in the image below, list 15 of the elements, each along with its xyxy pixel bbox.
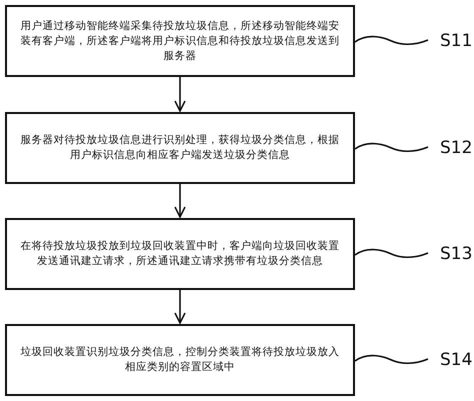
step-label: S11	[440, 31, 472, 51]
leader-line	[354, 36, 428, 46]
process-box: 服务器对待投放垃圾信息进行识别处理，获得垃圾分类信息，根据用户标识信息向相应客户端发送垃圾分类信息	[5, 112, 355, 184]
arrow	[174, 184, 186, 218]
leader-line	[354, 354, 428, 364]
step-label: S12	[440, 138, 472, 158]
process-box: 在将待投放垃圾投放到垃圾回收装置中时，客户端向垃圾回收装置发送通讯建立请求，所述通讯建立请求携带有垃圾分类信息	[5, 218, 355, 290]
step-label: S14	[440, 350, 472, 370]
leader-line	[354, 142, 428, 152]
process-box: 用户通过移动智能终端采集待投放垃圾信息，所述移动智能终端安装有客户端，所述客户端将用户标识信息和待投放垃圾信息发送到服务器	[5, 5, 355, 77]
arrow	[174, 77, 186, 112]
leader-line	[354, 248, 428, 258]
step-label: S13	[440, 244, 472, 264]
process-box: 垃圾回收装置识别垃圾分类信息，控制分类装置将待投放垃圾放入相应类别的容置区域中	[5, 324, 355, 396]
arrow	[174, 290, 186, 324]
